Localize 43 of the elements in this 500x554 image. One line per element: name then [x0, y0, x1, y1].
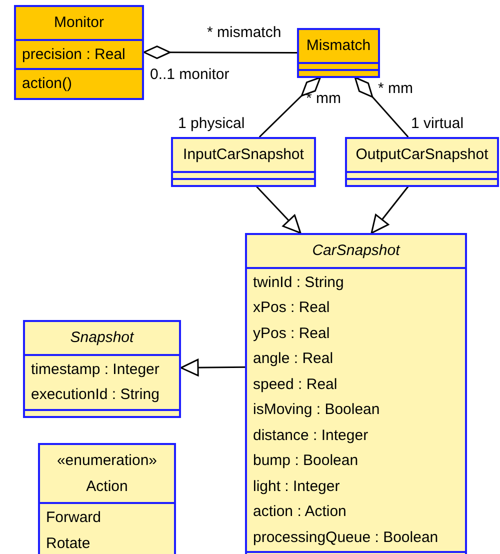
class-box — [14, 5, 144, 100]
aggregation-line — [258, 76, 321, 138]
class-name: Mismatch — [306, 36, 371, 56]
attribute-text: yPos : Real — [253, 324, 331, 344]
attribute-text: light : Integer — [253, 476, 341, 496]
class-box — [245, 233, 467, 554]
operation-text: action() — [22, 74, 74, 94]
attribute-text: distance : Integer — [253, 426, 370, 446]
multiplicity-label: 1 virtual — [411, 115, 464, 133]
class-box — [171, 137, 316, 186]
attribute-text: Forward — [46, 508, 102, 528]
generalization-arrow — [370, 186, 409, 234]
attribute-text: speed : Real — [253, 374, 338, 394]
class-name: InputCarSnapshot — [183, 145, 304, 165]
attribute-text: xPos : Real — [253, 298, 331, 318]
aggregation-line — [354, 76, 409, 138]
attribute-text: timestamp : Integer — [31, 360, 160, 380]
attribute-text: twinId : String — [253, 272, 345, 292]
attribute-text: precision : Real — [22, 44, 126, 64]
multiplicity-label: 0..1 monitor — [150, 66, 230, 84]
multiplicity-label: * mismatch — [207, 24, 282, 42]
class-name: CarSnapshot — [312, 241, 400, 261]
class-box — [297, 28, 380, 78]
class-box — [345, 137, 499, 186]
generalization-arrow — [256, 186, 302, 234]
attribute-text: executionId : String — [31, 385, 160, 405]
attribute-text: processingQueue : Boolean — [253, 528, 440, 548]
class-name: Action — [86, 476, 128, 496]
class-name: Monitor — [54, 13, 104, 33]
multiplicity-label: * mm — [378, 80, 413, 98]
class-box — [38, 443, 176, 554]
multiplicity-label: 1 physical — [178, 115, 245, 133]
class-box — [23, 320, 181, 418]
attribute-text: Rotate — [46, 534, 92, 554]
attribute-text: action : Action — [253, 502, 348, 522]
attribute-text: angle : Real — [253, 349, 334, 369]
aggregation-line — [143, 46, 297, 60]
generalization-arrow — [180, 358, 245, 376]
class-name: Snapshot — [70, 328, 134, 348]
attribute-text: isMoving : Boolean — [253, 400, 381, 420]
attribute-text: bump : Boolean — [253, 451, 360, 471]
stereotype-text: «enumeration» — [56, 451, 158, 471]
class-name: OutputCarSnapshot — [356, 145, 488, 165]
